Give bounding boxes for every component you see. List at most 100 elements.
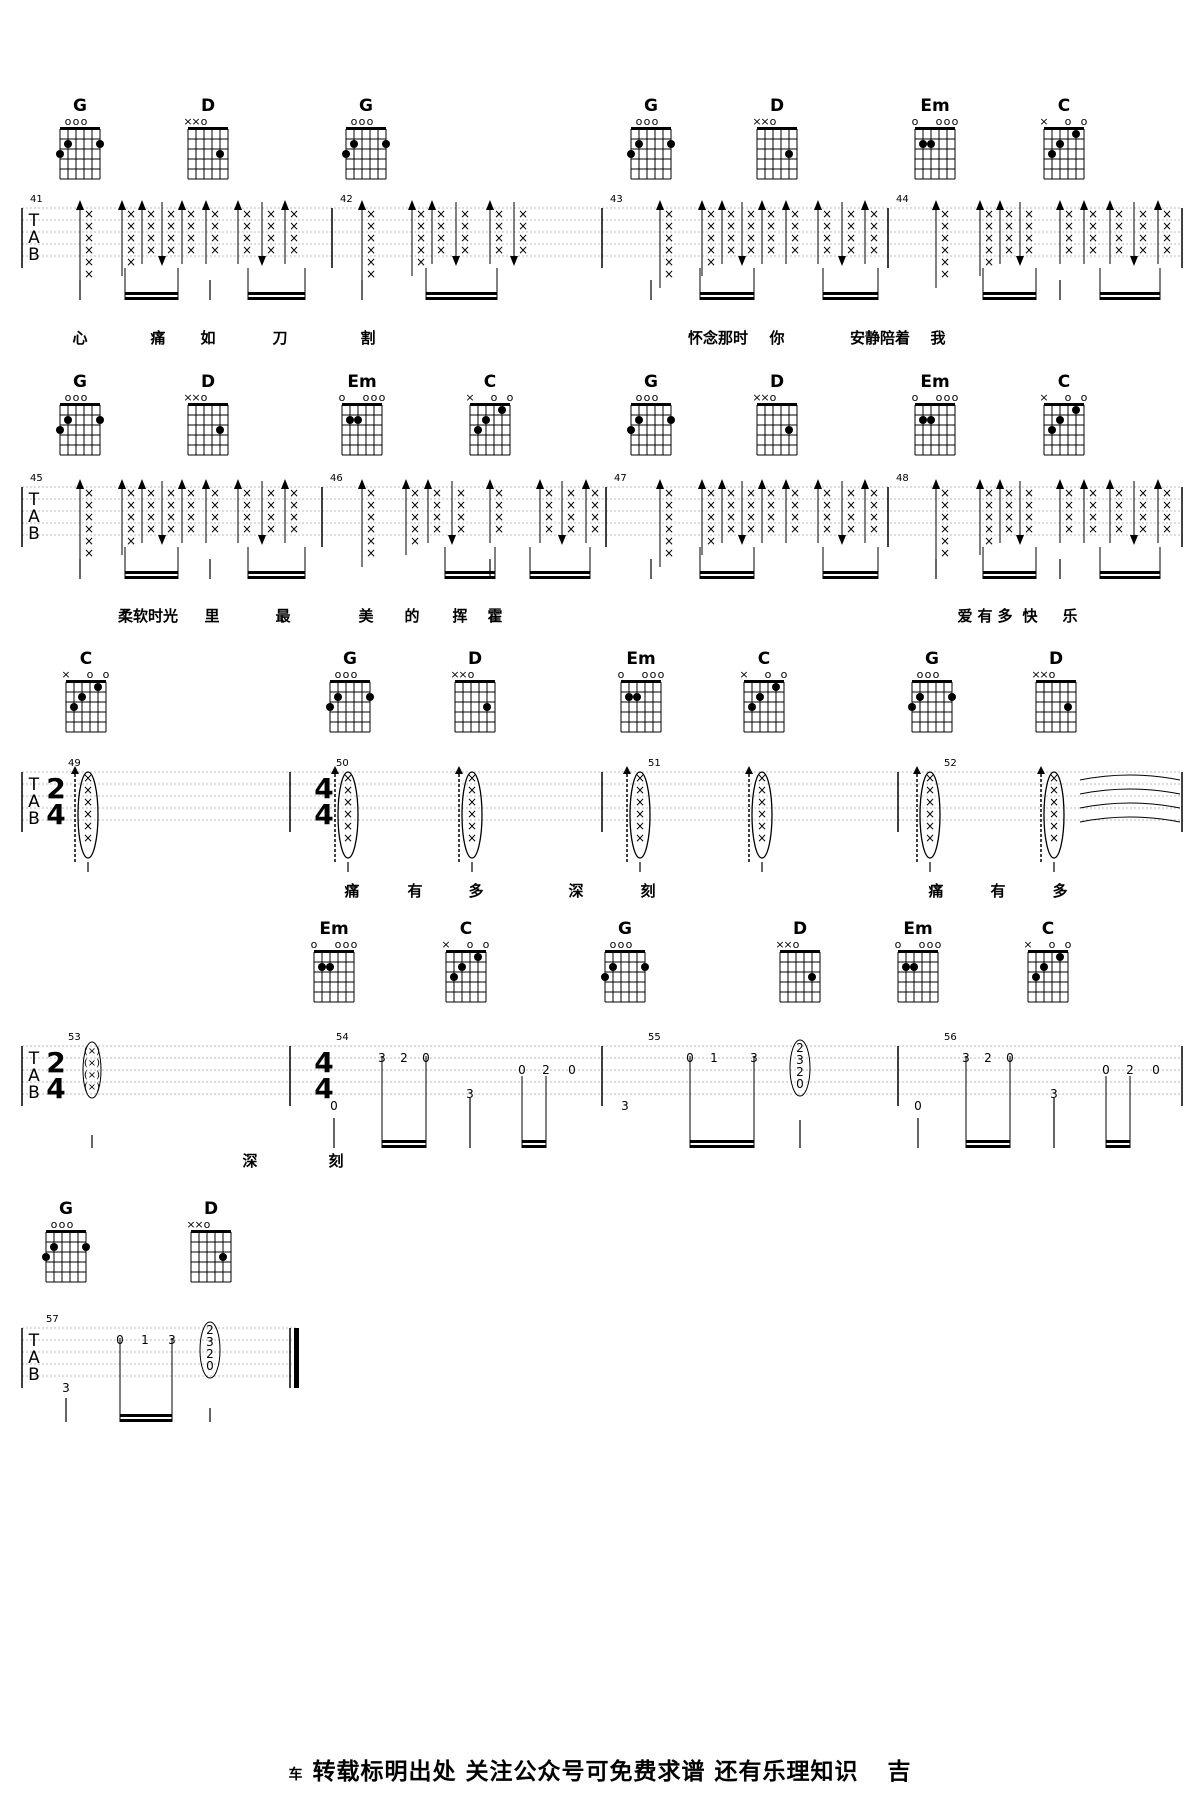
strum-arrow-head bbox=[258, 535, 266, 545]
lyric-text: 最 bbox=[275, 607, 291, 625]
chord-finger-dot bbox=[948, 693, 956, 701]
chord-open-mute-mark: o bbox=[81, 115, 88, 128]
muted-note-x: × bbox=[590, 498, 600, 512]
muted-note-x: × bbox=[1049, 771, 1059, 785]
muted-note-x: × bbox=[726, 522, 736, 536]
muted-note-x: × bbox=[664, 231, 674, 245]
chord-open-mute-mark: × bbox=[760, 391, 769, 404]
chord-finger-dot bbox=[1072, 406, 1080, 414]
muted-note-x: × bbox=[1064, 231, 1074, 245]
chord-open-mute-mark: × bbox=[194, 1218, 203, 1231]
muted-note-x: × bbox=[266, 510, 276, 524]
time-signature-top: 4 bbox=[314, 772, 333, 805]
chord-nut bbox=[446, 950, 486, 953]
chord-nut bbox=[66, 680, 106, 683]
chord-finger-dot bbox=[1048, 426, 1056, 434]
muted-note-x: × bbox=[126, 534, 136, 548]
chord-open-mute-mark: o bbox=[507, 391, 514, 404]
rhythm-beam-group bbox=[119, 1338, 173, 1422]
strum-arrow-head bbox=[718, 200, 726, 210]
muted-note-x: × bbox=[664, 486, 674, 500]
muted-note-x: × bbox=[467, 771, 477, 785]
chord-open-mute-mark: o bbox=[59, 1218, 66, 1231]
chord-name: C bbox=[758, 649, 770, 669]
strum-up: ×××××× bbox=[76, 200, 94, 288]
chord-open-mute-mark: o bbox=[65, 391, 72, 404]
muted-note-x: × bbox=[366, 267, 376, 281]
rhythm-beam-group bbox=[822, 268, 879, 300]
chord-open-mute-mark: o bbox=[335, 668, 342, 681]
muted-note-x: × bbox=[289, 207, 299, 221]
muted-note-x: × bbox=[146, 522, 156, 536]
strum-arrow-head bbox=[1154, 200, 1162, 210]
chord-open-mute-mark: o bbox=[1081, 391, 1088, 404]
muted-note-x: × bbox=[706, 207, 716, 221]
muted-note-x: × bbox=[790, 219, 800, 233]
rhythm-beam-16th bbox=[426, 292, 497, 295]
muted-note-x: × bbox=[460, 231, 470, 245]
muted-note-x: × bbox=[706, 486, 716, 500]
muted-note-x: × bbox=[289, 498, 299, 512]
strum-up: ×××××× bbox=[656, 479, 674, 567]
lyric-text: 多 bbox=[997, 607, 1012, 625]
rhythm-beam-group bbox=[124, 547, 179, 579]
tab-fret-number: 0 bbox=[1152, 1063, 1160, 1077]
tab-fret-number: 0 bbox=[1102, 1063, 1110, 1077]
tab-fret-number: 0 bbox=[914, 1099, 922, 1113]
chord-open-mute-mark: o bbox=[658, 668, 665, 681]
strum-arrow-head bbox=[1056, 479, 1064, 489]
rolled-chord-ellipse bbox=[789, 1039, 811, 1097]
muted-note-x: × bbox=[1088, 486, 1098, 500]
chord-name: D bbox=[204, 1199, 218, 1219]
strum-arrow-head bbox=[758, 200, 766, 210]
strum-up: ×××× bbox=[996, 200, 1014, 264]
muted-note-x: × bbox=[146, 207, 156, 221]
chord-finger-dot bbox=[1056, 140, 1064, 148]
chord-finger-dot bbox=[902, 963, 910, 971]
muted-note-x: × bbox=[242, 498, 252, 512]
muted-note-x: × bbox=[869, 231, 879, 245]
muted-note-x: × bbox=[940, 534, 950, 548]
chord-open-mute-mark: o bbox=[927, 938, 934, 951]
chord-finger-dot bbox=[748, 703, 756, 711]
muted-note-x: × bbox=[726, 219, 736, 233]
chord-open-mute-mark: o bbox=[626, 938, 633, 951]
muted-note-x: × bbox=[846, 486, 856, 500]
chord-nut bbox=[1036, 680, 1076, 683]
lyric-text: 深 bbox=[242, 1152, 257, 1170]
muted-note-x: × bbox=[1138, 231, 1148, 245]
chord-open-mute-mark: o bbox=[351, 938, 358, 951]
chord-nut bbox=[757, 127, 797, 130]
chord-finger-dot bbox=[326, 703, 334, 711]
chord-open-mute-mark: o bbox=[351, 115, 358, 128]
rhythm-beam-16th bbox=[1100, 571, 1160, 574]
strum-arrow-head bbox=[76, 200, 84, 210]
muted-note-x: × bbox=[460, 207, 470, 221]
strum-up: ×××× bbox=[178, 200, 196, 264]
strum-up: ×××××× bbox=[932, 479, 950, 567]
muted-note-x: × bbox=[566, 486, 576, 500]
chord-open-mute-mark: o bbox=[311, 938, 318, 951]
lyric-text: 美 bbox=[358, 607, 374, 625]
strum-up: ××××× bbox=[976, 479, 994, 555]
rolled-chord-ellipse bbox=[461, 771, 483, 859]
arpeggio-arrow-head bbox=[1037, 766, 1045, 774]
strum-arrow-head bbox=[281, 200, 289, 210]
chord-finger-dot bbox=[910, 963, 918, 971]
measure-number: 41 bbox=[30, 194, 43, 205]
chord-finger-dot bbox=[635, 416, 643, 424]
chord-name: D bbox=[1049, 649, 1063, 669]
muted-note-x: × bbox=[1114, 207, 1124, 221]
chord-name: Em bbox=[347, 372, 376, 392]
muted-note-x: × bbox=[1004, 486, 1014, 500]
chord-finger-dot bbox=[785, 150, 793, 158]
measure-number: 50 bbox=[336, 758, 349, 769]
muted-note-x: × bbox=[366, 219, 376, 233]
muted-note-x: × bbox=[518, 231, 528, 245]
strum-arrow-head bbox=[1080, 200, 1088, 210]
chord-name: C bbox=[1058, 372, 1070, 392]
muted-note-x: × bbox=[925, 783, 935, 797]
